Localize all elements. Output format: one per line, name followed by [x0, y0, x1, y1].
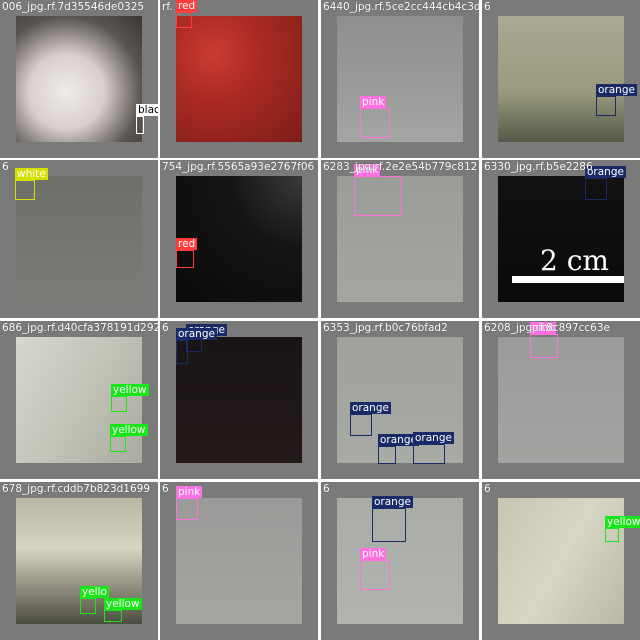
detection-box [413, 444, 445, 464]
sample-photo [16, 16, 142, 142]
detection-label: yellow [110, 424, 148, 436]
sample-photo [176, 337, 302, 463]
tile-filename: 6 [484, 483, 491, 495]
tile-filename: 6 [484, 1, 491, 13]
image-tile: 6 orange pink [321, 482, 479, 640]
scale-bar [512, 276, 624, 283]
scale-bar-label: 2 cm [540, 244, 609, 277]
detection-label: orange [596, 84, 637, 96]
sample-photo [498, 337, 624, 463]
detection-label: pink [530, 322, 557, 334]
detection-box [354, 176, 402, 216]
sample-photo [176, 16, 302, 142]
detection-box [110, 436, 126, 452]
tile-filename: 6440_jpg.rf.5ce2cc444cb4c3d [323, 1, 479, 13]
tile-filename: 6 [162, 483, 169, 495]
detection-label: yellow [111, 384, 149, 396]
detection-label: orange [176, 328, 217, 340]
detection-label: black [136, 104, 158, 116]
tile-filename: 678_jpg.rf.cddb7b823d1699 [2, 483, 151, 495]
detection-box [596, 96, 616, 116]
image-tile: 6orangeorange [160, 321, 318, 479]
detection-box [585, 178, 607, 200]
detection-label: yellow [605, 516, 640, 528]
tile-filename: 6353_jpg.rf.b0c76bfad2 [323, 322, 448, 334]
tile-filename: 6 [323, 483, 330, 495]
detection-label: red [176, 238, 198, 250]
detection-label: pink [360, 548, 387, 560]
tile-filename: rf. [162, 1, 173, 13]
detection-box [80, 598, 96, 614]
image-tile: 6 white [0, 160, 158, 318]
sample-photo [498, 498, 624, 624]
detection-box [372, 508, 406, 542]
detection-label: pink [176, 486, 203, 498]
tile-filename: 6 [2, 161, 9, 173]
detection-box [360, 108, 390, 138]
detection-label: red [176, 0, 198, 12]
tile-filename: 6330_jpg.rf.b5e2286 [484, 161, 593, 173]
tile-filename: 6 [162, 322, 169, 334]
sample-photo [16, 337, 142, 463]
tile-filename: 686_jpg.rf.d40cfa378191d292 [2, 322, 158, 334]
detection-box [360, 560, 390, 590]
image-tile: 006_jpg.rf.7d35546de0325black [0, 0, 158, 158]
detection-label: pink [354, 164, 381, 176]
detection-label: white [15, 168, 48, 180]
detection-label: orange [378, 434, 419, 446]
image-tile: 6 pink [160, 482, 318, 640]
tile-filename: 754_jpg.rf.5565a93e2767f06 [162, 161, 315, 173]
detection-label: orange [372, 496, 413, 508]
tile-filename: 006_jpg.rf.7d35546de0325 [2, 1, 145, 13]
detection-box [350, 414, 372, 436]
detection-box [176, 340, 188, 364]
image-tile: 6 yellow [482, 482, 640, 640]
detection-box [605, 528, 619, 542]
detection-label: yello [80, 586, 109, 598]
sample-photo [16, 176, 142, 302]
detection-box [111, 396, 127, 412]
detection-label: pink [360, 96, 387, 108]
detection-box [378, 446, 396, 464]
detection-box [136, 116, 144, 134]
detection-box [176, 498, 198, 520]
detection-box [104, 610, 122, 622]
image-tile: rf.red [160, 0, 318, 158]
detection-label: yellow [104, 598, 142, 610]
image-tile: 6 orange [482, 0, 640, 158]
sample-photo [337, 16, 463, 142]
sample-photo [498, 16, 624, 142]
detection-box [176, 250, 194, 268]
detection-label: orange [413, 432, 454, 444]
detection-box [176, 12, 192, 28]
detection-label: orange [585, 166, 626, 178]
detection-box [15, 180, 35, 200]
sample-photo [337, 498, 463, 624]
tile-filename: 6283_jpg.rf.2e2e54b779c812 [323, 161, 478, 173]
tile-filename: 6208_jpg.rf.8c897cc63e [484, 322, 611, 334]
detection-label: orange [350, 402, 391, 414]
sample-photo [337, 176, 463, 302]
detection-box [530, 334, 558, 358]
